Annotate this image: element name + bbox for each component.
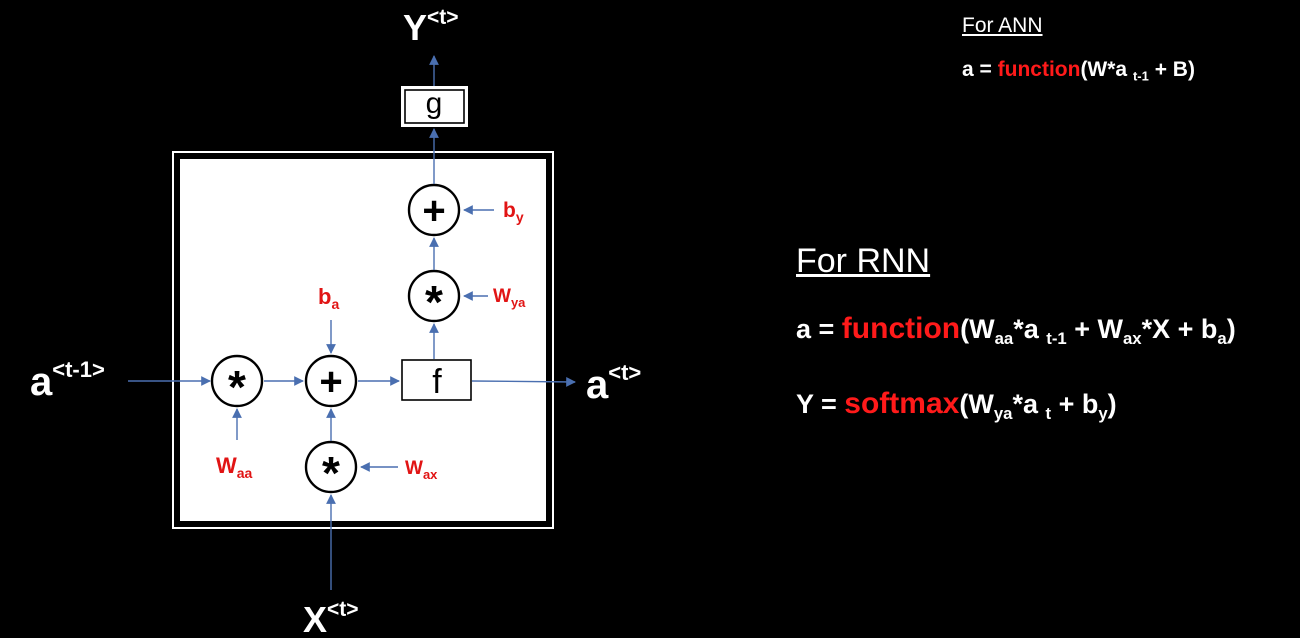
label-a-prev: a<t-1> <box>30 357 105 404</box>
rnn-eq2-lhs: Y = <box>796 389 845 419</box>
rnn-equation-a: a = function(Waa*a t-1 + Wax*X + ba) <box>796 312 1236 348</box>
rnn-eq1-p3: + W <box>1066 314 1123 344</box>
rnn-eq2-s1: ya <box>993 403 1013 423</box>
rnn-eq1-s1: aa <box>994 328 1014 348</box>
rnn-eq1-s2: t-1 <box>1046 328 1067 348</box>
multiply-symbol-waa: * <box>228 361 246 413</box>
rnn-eq2-s3: y <box>1098 403 1108 423</box>
rnn-eq2-s2: t <box>1045 403 1052 423</box>
label-ba: ba <box>318 284 339 312</box>
rnn-eq1-p1: (W <box>960 314 995 344</box>
rnn-title: For RNN <box>796 242 931 280</box>
label-waa: Waa <box>216 453 253 481</box>
ann-eq-part2: + B) <box>1148 58 1195 81</box>
rnn-equation-y: Y = softmax(Wya*a t + by) <box>796 387 1117 423</box>
label-a-t: a<t> <box>586 360 641 407</box>
label-wax: Wax <box>405 458 438 482</box>
ann-title: For ANN <box>962 14 1043 37</box>
rnn-eq1-s3: ax <box>1122 328 1142 348</box>
multiply-symbol-wya: * <box>425 276 443 328</box>
label-wya: Wya <box>493 286 526 310</box>
label-by: by <box>503 199 524 225</box>
rnn-eq2-p2: *a <box>1012 389 1046 419</box>
add-node-ba <box>304 354 358 408</box>
label-x-t: X<t> <box>303 598 359 638</box>
label-y-t: Y<t> <box>403 6 459 48</box>
add-symbol-ba: + <box>319 360 342 404</box>
rnn-eq1-p2: *a <box>1013 314 1047 344</box>
ann-equation: a = function(W*a t-1 + B) <box>962 58 1195 84</box>
add-symbol-by: + <box>422 189 445 233</box>
ann-eq-lhs: a = <box>962 58 998 81</box>
multiply-symbol-wax: * <box>322 447 340 499</box>
add-node-by <box>407 183 461 237</box>
multiply-node-wya <box>407 269 461 323</box>
multiply-node-wax <box>304 440 358 494</box>
ann-eq-sub: t-1 <box>1132 68 1149 84</box>
f-box <box>401 359 472 401</box>
rnn-eq2-p4: ) <box>1107 389 1117 419</box>
rnn-eq1-p4: *X + b <box>1141 314 1218 344</box>
g-box-inner <box>404 89 465 124</box>
rnn-eq2-p1: (W <box>959 389 994 419</box>
ann-eq-function: function <box>997 58 1081 81</box>
ann-eq-part1: (W*a <box>1080 58 1133 81</box>
rnn-cell-body <box>178 157 548 523</box>
multiply-node-waa <box>210 354 264 408</box>
rnn-eq1-lhs: a = <box>796 314 842 344</box>
rnn-eq1-p5: ) <box>1226 314 1236 344</box>
rnn-eq1-s4: a <box>1217 328 1227 348</box>
f-label: f <box>432 363 442 401</box>
rnn-eq2-function: softmax <box>844 387 960 420</box>
rnn-eq2-p3: + b <box>1051 389 1099 419</box>
arrow-f-to-at <box>471 377 576 387</box>
rnn-eq1-function: function <box>841 312 961 345</box>
g-label: g <box>426 87 443 120</box>
